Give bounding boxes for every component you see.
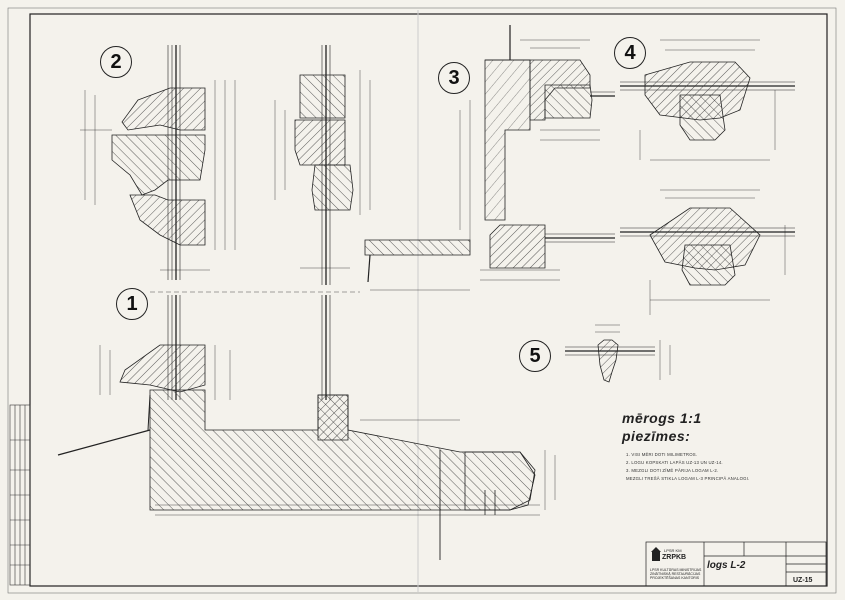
note-1: 1. VISI MĒRI DOTI MILIMETROS. (626, 452, 698, 457)
detail-4-section (620, 39, 795, 315)
note-2: 2. LOGU KOPSKATI LAPĀS UZ-13 UN UZ-14. (626, 460, 723, 465)
detail-5-section (565, 324, 671, 383)
detail-4-number: 4 (614, 37, 646, 69)
scale-label: mērogs 1:1 (622, 410, 702, 426)
notes-heading: piezīmes: (622, 428, 691, 444)
drawing-title: logs L-2 (707, 560, 746, 571)
inner-frame (29, 13, 828, 587)
note-4: MEZGLI TREŠĀ STIKLA LOGAM L-3 PRINCIPĀ A… (626, 476, 750, 481)
org-prefix: LPSR KM (664, 548, 682, 553)
title-block-frame (645, 541, 827, 587)
detail-2-section (80, 45, 371, 285)
detail-5-number: 5 (519, 340, 551, 372)
revision-strip (9, 404, 31, 586)
org-logo-icon (651, 547, 661, 561)
outer-border (7, 7, 837, 594)
detail-3-section (364, 25, 615, 291)
org-description: LPSR KULTŪRAS MINISTRIJAS ZINĀTNISKĀ RES… (650, 568, 702, 580)
sheet-code: UZ-15 (793, 577, 813, 584)
detail-2-number: 2 (100, 46, 132, 78)
detail-1-number: 1 (116, 288, 148, 320)
note-3: 3. MEZGLI DOTI ZĪMĒ PĀRIJA LOGAM L-2. (626, 468, 719, 473)
detail-3-number: 3 (438, 62, 470, 94)
detail-1-section (57, 291, 556, 560)
org-logo-text: ZRPKB (662, 554, 687, 561)
